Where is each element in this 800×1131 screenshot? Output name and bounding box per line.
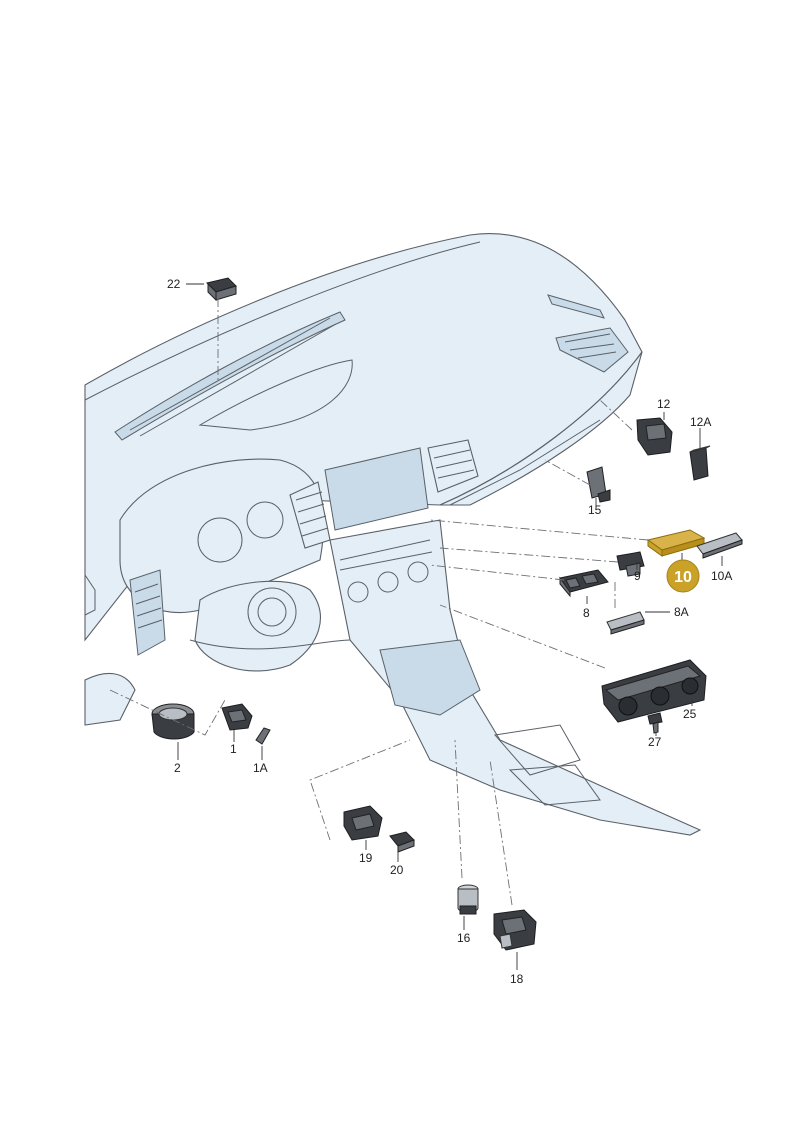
callout-1: 1 (230, 742, 237, 756)
part-15 (586, 466, 611, 503)
callout-2: 2 (174, 761, 181, 775)
part-8A (606, 611, 645, 635)
part-1 (221, 703, 253, 731)
part-18 (493, 909, 537, 951)
part-16 (457, 884, 479, 915)
callout-16: 16 (457, 931, 471, 945)
part-8 (559, 569, 609, 598)
callout-12A: 12A (690, 415, 711, 429)
callout-25: 25 (683, 707, 697, 721)
dashboard-illustration (84, 233, 702, 836)
part-22 (206, 277, 237, 302)
callout-10A: 10A (711, 569, 732, 583)
part-27 (647, 712, 663, 734)
callout-badge-10 (666, 559, 700, 593)
callout-10: 10 (674, 569, 692, 586)
callout-15: 15 (588, 503, 602, 517)
part-25 (601, 659, 707, 723)
callout-8A: 8A (674, 605, 689, 619)
callout-1A: 1A (253, 761, 268, 775)
part-12 (636, 417, 673, 456)
part-1A (255, 727, 271, 745)
label-leaders (177, 283, 723, 970)
callout-18: 18 (510, 972, 524, 986)
callout-27: 27 (648, 735, 662, 749)
part-10A (696, 532, 743, 559)
callout-8: 8 (583, 606, 590, 620)
callout-20: 20 (390, 863, 404, 877)
callout-22: 22 (167, 277, 181, 291)
callout-12: 12 (657, 397, 671, 411)
leader-lines (109, 298, 649, 906)
callout-19: 19 (359, 851, 373, 865)
part-10 (646, 529, 706, 557)
part-2 (151, 703, 195, 740)
part-19 (343, 805, 383, 841)
callout-9: 9 (634, 569, 641, 583)
callout-labels: 22 12 12A 15 10 10A 9 8 8A 25 27 2 1 1A … (167, 277, 732, 986)
part-20 (389, 831, 415, 853)
part-12A (689, 445, 711, 481)
